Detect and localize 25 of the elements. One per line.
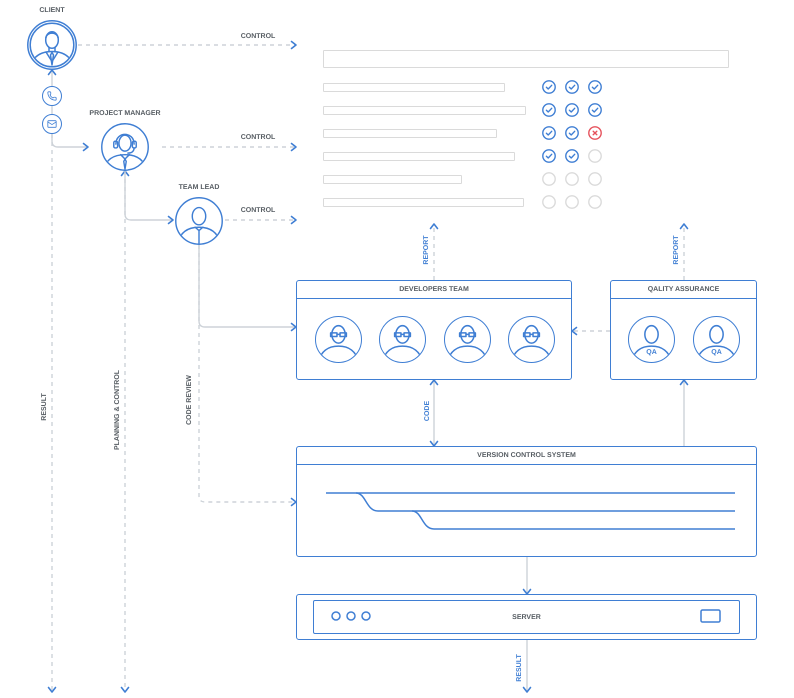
person-with-glasses-icon xyxy=(444,316,491,363)
dashed-arrow xyxy=(680,223,688,280)
dashed-arrow xyxy=(225,216,297,224)
team-panel xyxy=(296,280,572,380)
person-with-glasses-icon xyxy=(379,316,426,363)
person-with-glasses-icon xyxy=(315,316,362,363)
system-panel xyxy=(296,446,757,557)
dashed-arrow xyxy=(78,40,297,50)
arrow xyxy=(430,379,438,447)
arrow xyxy=(522,640,532,693)
arrow xyxy=(120,170,174,224)
dashed-arrow xyxy=(48,134,56,693)
arrow xyxy=(680,379,688,446)
arrow xyxy=(48,69,56,86)
phone-icon xyxy=(42,86,62,106)
dashed-arrow xyxy=(162,142,297,152)
arrow xyxy=(522,557,532,595)
dashed-arrow xyxy=(120,171,130,693)
dashed-arrow xyxy=(198,245,297,506)
team-panel xyxy=(610,280,757,380)
server-unit xyxy=(296,594,757,640)
person-with-glasses-icon xyxy=(508,316,555,363)
envelope-icon xyxy=(42,114,62,134)
dashed-arrow xyxy=(571,326,610,336)
dashed-arrow xyxy=(430,223,438,280)
